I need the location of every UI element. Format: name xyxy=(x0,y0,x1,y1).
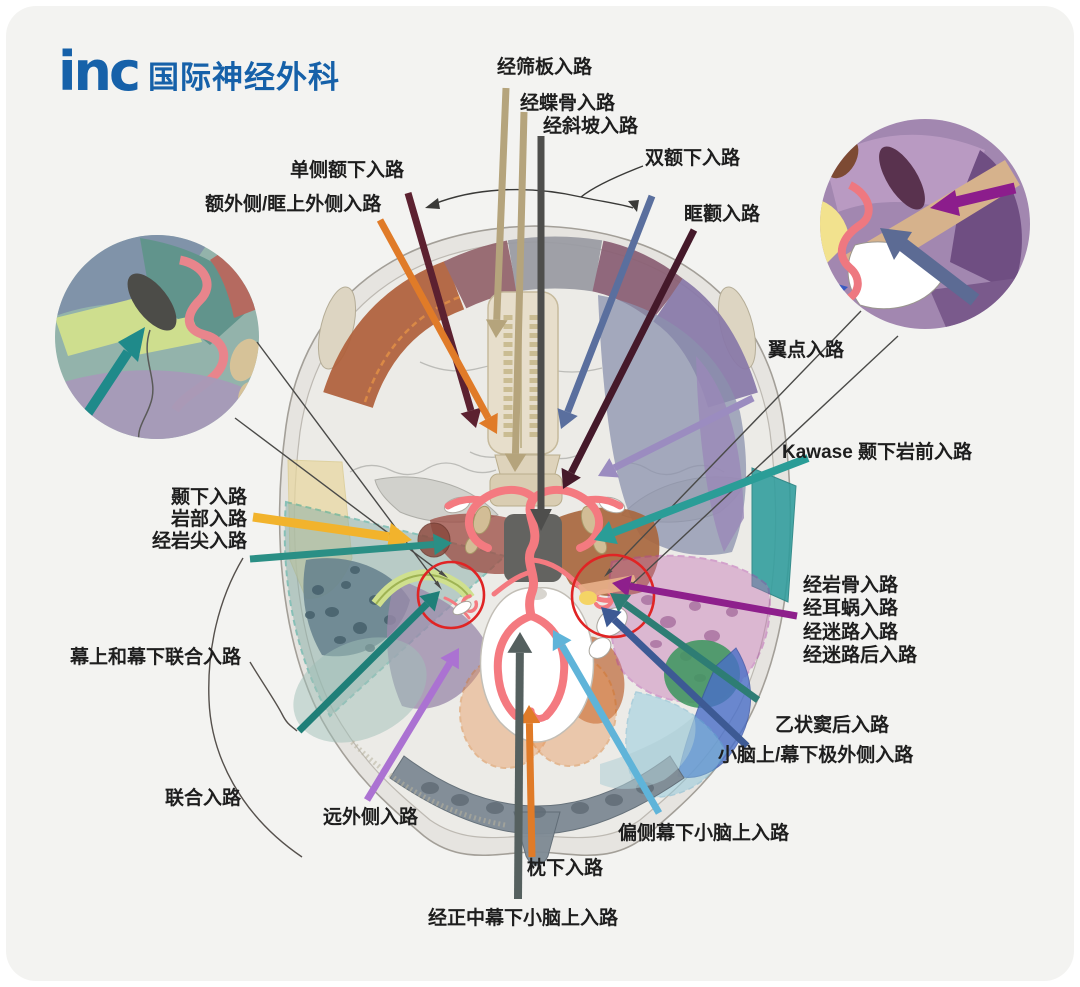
arrow-kawase xyxy=(594,454,810,545)
arrow-paramedian-supracerebellar xyxy=(552,630,663,815)
inset-right-slate-arrow xyxy=(880,228,980,306)
approach-arrows xyxy=(249,87,810,900)
region-left-lower-teal xyxy=(293,637,427,743)
facial-nerve-core xyxy=(375,573,471,605)
region-occipital-lightblue xyxy=(600,716,696,789)
skull-base xyxy=(278,225,797,866)
inset-left xyxy=(55,235,259,439)
logo-text: 国际神经外科 xyxy=(147,60,340,96)
arrow-frontolateral xyxy=(376,218,498,434)
arrow-transapical xyxy=(249,533,452,563)
arrow-clival xyxy=(530,136,552,531)
highlight-circle-right-highlight xyxy=(570,553,656,639)
arrow-median-supracerebellar xyxy=(507,632,533,900)
arrow-supracerebellar-lateral xyxy=(601,607,750,749)
brace-combined xyxy=(208,557,303,858)
region-left-petrous-bone xyxy=(303,558,410,657)
arrow-subtemporal-petrosal xyxy=(252,512,412,551)
arrow-supra-infratentorial xyxy=(296,591,440,734)
inset-right xyxy=(820,119,1030,329)
bifrontal-pointer-line xyxy=(425,165,644,212)
arrow-pterional xyxy=(598,394,755,478)
arrow-ethmoid xyxy=(485,87,510,338)
arteries xyxy=(443,486,624,722)
region-right-teal-rhomboid xyxy=(751,467,797,603)
brace-supra-infratentorial xyxy=(249,661,298,732)
rim-fine-print xyxy=(350,740,506,828)
arrow-far-lateral xyxy=(364,648,459,802)
highlight-circle-left-highlight xyxy=(416,560,486,630)
arrow-orbitozygomatic xyxy=(561,228,698,489)
arrow-suboccipital xyxy=(518,705,541,858)
logo: inc 国际神经外科 xyxy=(58,40,340,103)
logo-mark: inc xyxy=(58,40,141,103)
arrow-sphenoid xyxy=(504,111,528,472)
infographic-card: 经筛板入路经蝶骨入路经斜坡入路单侧额下入路额外侧/眶上外侧入路双额下入路眶颧入路… xyxy=(6,6,1074,981)
pointer-inset-right-a xyxy=(604,310,862,577)
arrow-transcochlear-group xyxy=(612,575,798,620)
highlight-circles xyxy=(416,553,656,639)
arrow-retrosigmoid xyxy=(610,593,761,703)
inset-right-magenta-arrow xyxy=(930,182,1017,216)
region-right-purple-band xyxy=(696,356,744,552)
arrow-bifrontal-right xyxy=(557,194,656,429)
iac-left-detail xyxy=(452,600,472,616)
